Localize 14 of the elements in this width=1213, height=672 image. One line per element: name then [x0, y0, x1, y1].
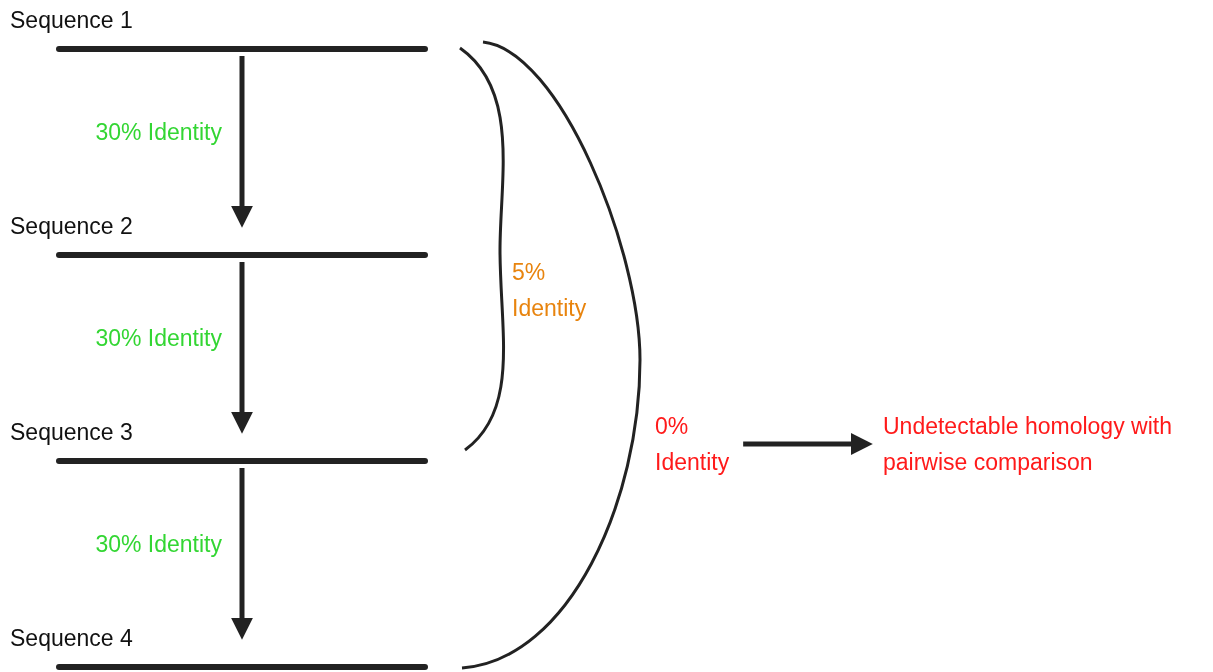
- arrow: [231, 468, 253, 640]
- result-text: Undetectable homology with pairwise comparison: [883, 408, 1183, 480]
- edge-label: 30% Identity: [95, 324, 222, 352]
- sequence-label: Sequence 1: [10, 6, 134, 34]
- sequence-label: Sequence 2: [10, 212, 134, 240]
- edge-label: 30% Identity: [95, 118, 222, 146]
- arrow: [743, 433, 873, 455]
- sequence-label: Sequence 4: [10, 624, 134, 652]
- arrow: [231, 56, 253, 228]
- edge-label: 30% Identity: [95, 530, 222, 558]
- arrow: [231, 262, 253, 434]
- identity-label: 5% Identity: [512, 258, 587, 323]
- result-text: 0% Identity: [655, 408, 730, 480]
- sequence-label: Sequence 3: [10, 418, 134, 446]
